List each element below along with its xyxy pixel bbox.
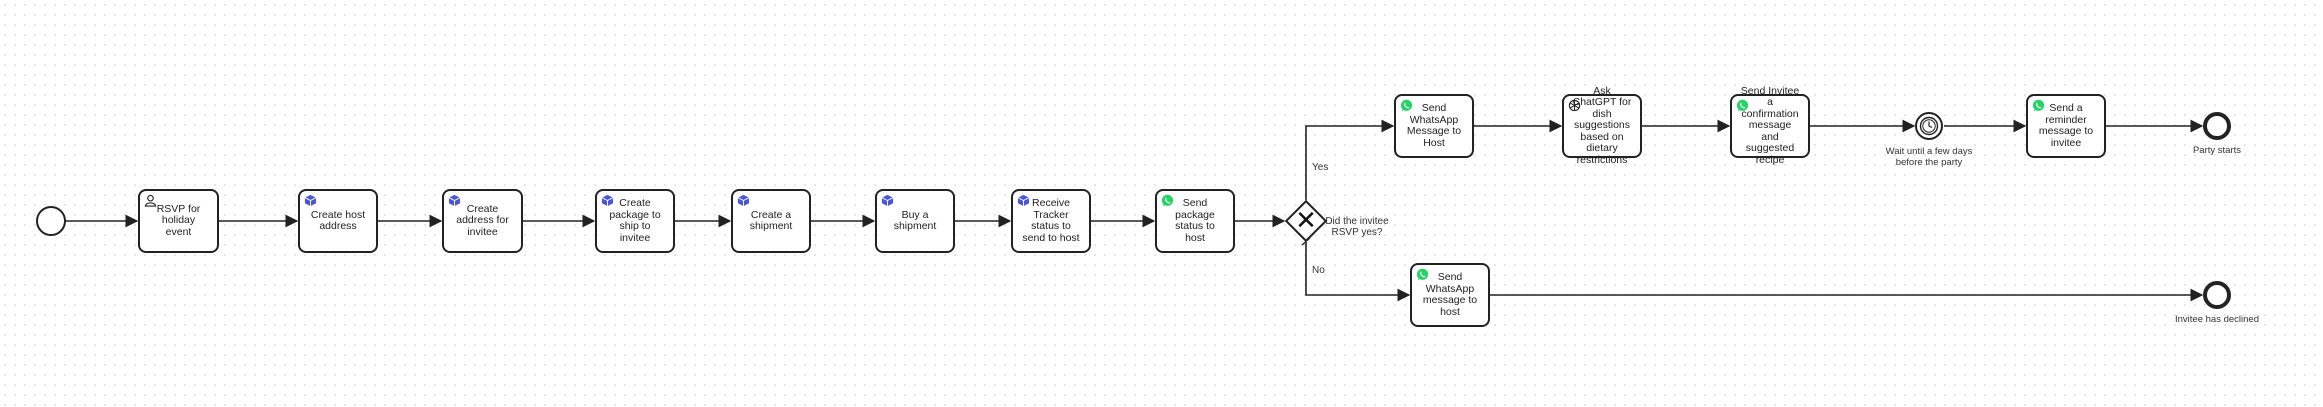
- task-receive-tracker[interactable]: Receive Tracker status to send to host: [1011, 189, 1091, 253]
- api-cube-icon: [737, 194, 750, 207]
- task-create-host-address[interactable]: Create host address: [298, 189, 378, 253]
- gateway-label: Did the invitee RSVP yes?: [1325, 216, 1389, 238]
- task-create-package[interactable]: Create package to ship to invitee: [595, 189, 675, 253]
- task-label: Send WhatsApp message to host: [1422, 271, 1478, 318]
- task-label: Create host address: [310, 208, 366, 232]
- start-event[interactable]: [36, 206, 66, 236]
- flow-label-yes: Yes: [1312, 162, 1329, 173]
- whatsapp-icon: [1416, 268, 1429, 281]
- task-label: Buy a shipment: [893, 208, 937, 232]
- task-label: Ask ChatGPT for dish suggestions based o…: [1572, 84, 1632, 166]
- end-event-party-starts[interactable]: [2203, 112, 2231, 140]
- task-label: Create package to ship to invitee: [609, 197, 661, 244]
- task-send-whatsapp-host-yes[interactable]: Send WhatsApp Message to Host: [1394, 94, 1474, 158]
- task-label: Send WhatsApp Message to Host: [1406, 102, 1462, 149]
- task-rsvp[interactable]: RSVP for holiday event: [138, 189, 219, 253]
- task-create-invitee-address[interactable]: Create address for invitee: [442, 189, 523, 253]
- flow-gateway-yes: [1305, 119, 1395, 200]
- task-label: Receive Tracker status to send to host: [1022, 197, 1080, 244]
- task-send-package-status[interactable]: Send package status to host: [1155, 189, 1235, 253]
- task-label: Send package status to host: [1175, 197, 1215, 244]
- task-send-whatsapp-host-no[interactable]: Send WhatsApp message to host: [1410, 263, 1490, 327]
- task-label: Send a reminder message to invitee: [2038, 102, 2094, 149]
- chatgpt-icon: [1568, 99, 1581, 112]
- task-ask-chatgpt[interactable]: Ask ChatGPT for dish suggestions based o…: [1562, 85, 1642, 165]
- task-label: Create a shipment: [749, 208, 793, 232]
- clock-icon: [1919, 116, 1939, 136]
- whatsapp-icon: [2032, 99, 2045, 112]
- api-cube-icon: [601, 194, 614, 207]
- whatsapp-icon: [1400, 99, 1413, 112]
- task-buy-shipment[interactable]: Buy a shipment: [875, 189, 955, 253]
- timer-event[interactable]: [1915, 112, 1943, 140]
- task-label: Create address for invitee: [456, 202, 509, 238]
- party-starts-label: Party starts: [2192, 145, 2242, 156]
- task-send-invitee-confirmation[interactable]: Send Invitee a confirmation message and …: [1730, 85, 1810, 165]
- whatsapp-icon: [1161, 194, 1174, 207]
- flow-gateway-no: [1305, 242, 1411, 302]
- api-cube-icon: [1017, 194, 1030, 207]
- task-label: Send Invitee a confirmation message and …: [1740, 84, 1800, 166]
- api-cube-icon: [304, 194, 317, 207]
- user-icon: [144, 194, 157, 207]
- flow-label-no: No: [1312, 265, 1325, 276]
- api-cube-icon: [448, 194, 461, 207]
- end-event-declined[interactable]: [2203, 281, 2231, 309]
- task-label: RSVP for holiday event: [156, 202, 201, 238]
- declined-label: Invitee has declined: [2175, 314, 2259, 325]
- task-create-shipment[interactable]: Create a shipment: [731, 189, 811, 253]
- api-cube-icon: [881, 194, 894, 207]
- task-send-reminder[interactable]: Send a reminder message to invitee: [2026, 94, 2106, 158]
- timer-label: Wait until a few days before the party: [1885, 146, 1973, 168]
- whatsapp-icon: [1736, 99, 1749, 112]
